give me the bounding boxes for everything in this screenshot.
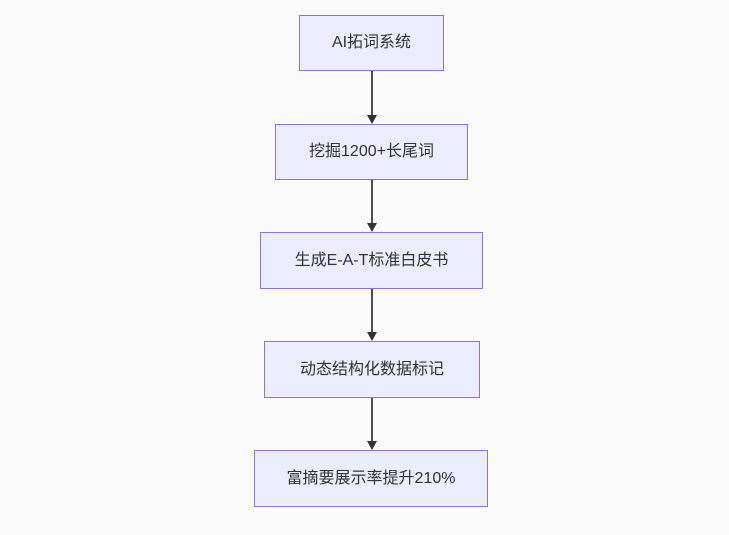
- arrowhead-down-icon: [366, 441, 377, 450]
- flow-node-step-2: 挖掘1200+长尾词: [275, 124, 468, 180]
- edge-line: [370, 71, 373, 115]
- arrowhead-down-icon: [366, 332, 377, 341]
- edge-line: [370, 289, 373, 332]
- flow-node-step-1: AI拓词系统: [299, 15, 444, 71]
- flow-edge-4: [366, 398, 377, 450]
- flow-node-step-5: 富摘要展示率提升210%: [254, 450, 488, 507]
- flow-node-step-3-label: 生成E-A-T标准白皮书: [294, 251, 449, 269]
- flow-node-step-2-label: 挖掘1200+长尾词: [309, 143, 434, 160]
- edge-line: [370, 180, 373, 223]
- edge-line: [370, 398, 373, 441]
- flow-edge-3: [366, 289, 377, 341]
- arrowhead-down-icon: [366, 223, 377, 232]
- flow-node-step-1-label: AI拓词系统: [331, 34, 412, 51]
- arrowhead-down-icon: [366, 115, 377, 124]
- flow-node-step-4: 动态结构化数据标记: [264, 341, 480, 398]
- flow-node-step-3: 生成E-A-T标准白皮书: [260, 232, 483, 289]
- flow-node-step-4-label: 动态结构化数据标记: [299, 360, 444, 378]
- flow-node-step-5-label: 富摘要展示率提升210%: [286, 469, 456, 487]
- flow-edge-2: [366, 180, 377, 232]
- flow-edge-1: [366, 71, 377, 124]
